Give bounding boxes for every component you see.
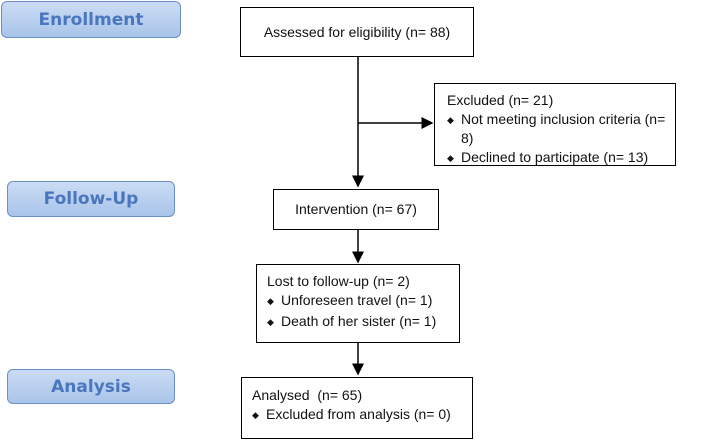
lost-reasons-list: ◆ Unforeseen travel (n= 1) ◆ Death of he… <box>267 291 459 333</box>
bullet-icon: ◆ <box>447 153 454 163</box>
lost-to-follow-up-box: Lost to follow-up (n= 2) ◆ Unforeseen tr… <box>256 264 460 343</box>
phase-analysis: Analysis <box>7 369 175 404</box>
bullet-icon: ◆ <box>447 115 454 125</box>
excluded-box: Excluded (n= 21) ◆ Not meeting inclusion… <box>434 83 676 166</box>
analysed-list: ◆ Excluded from analysis (n= 0) <box>252 405 472 426</box>
list-item: ◆ Declined to participate (n= 13) <box>447 148 675 169</box>
list-item: ◆ Not meeting inclusion criteria (n= 8) <box>447 111 666 146</box>
excluded-reasons-list: ◆ Not meeting inclusion criteria (n= 8) … <box>447 110 675 169</box>
assessed-text: Assessed for eligibility (n= 88) <box>263 23 451 40</box>
analysed-title: Analysed (n= 65) <box>252 387 363 403</box>
lost-title: Lost to follow-up (n= 2) <box>267 273 410 289</box>
list-item: ◆ Excluded from analysis (n= 0) <box>252 405 472 426</box>
assessed-box: Assessed for eligibility (n= 88) <box>240 7 474 57</box>
list-item: ◆ Unforeseen travel (n= 1) <box>267 291 459 312</box>
intervention-text: Intervention (n= 67) <box>295 201 417 217</box>
excluded-title: Excluded (n= 21) <box>447 92 554 108</box>
phase-follow-up: Follow-Up <box>7 181 175 217</box>
phase-enrollment: Enrollment <box>1 1 181 38</box>
bullet-icon: ◆ <box>252 410 259 420</box>
intervention-box: Intervention (n= 67) <box>273 189 439 230</box>
analysed-box: Analysed (n= 65) ◆ Excluded from analysi… <box>241 377 473 439</box>
phase-follow-up-label: Follow-Up <box>43 189 139 209</box>
phase-analysis-label: Analysis <box>51 376 131 397</box>
bullet-icon: ◆ <box>267 296 274 306</box>
list-item: ◆ Death of her sister (n= 1) <box>267 312 459 333</box>
bullet-icon: ◆ <box>267 317 274 327</box>
phase-enrollment-label: Enrollment <box>38 9 144 30</box>
